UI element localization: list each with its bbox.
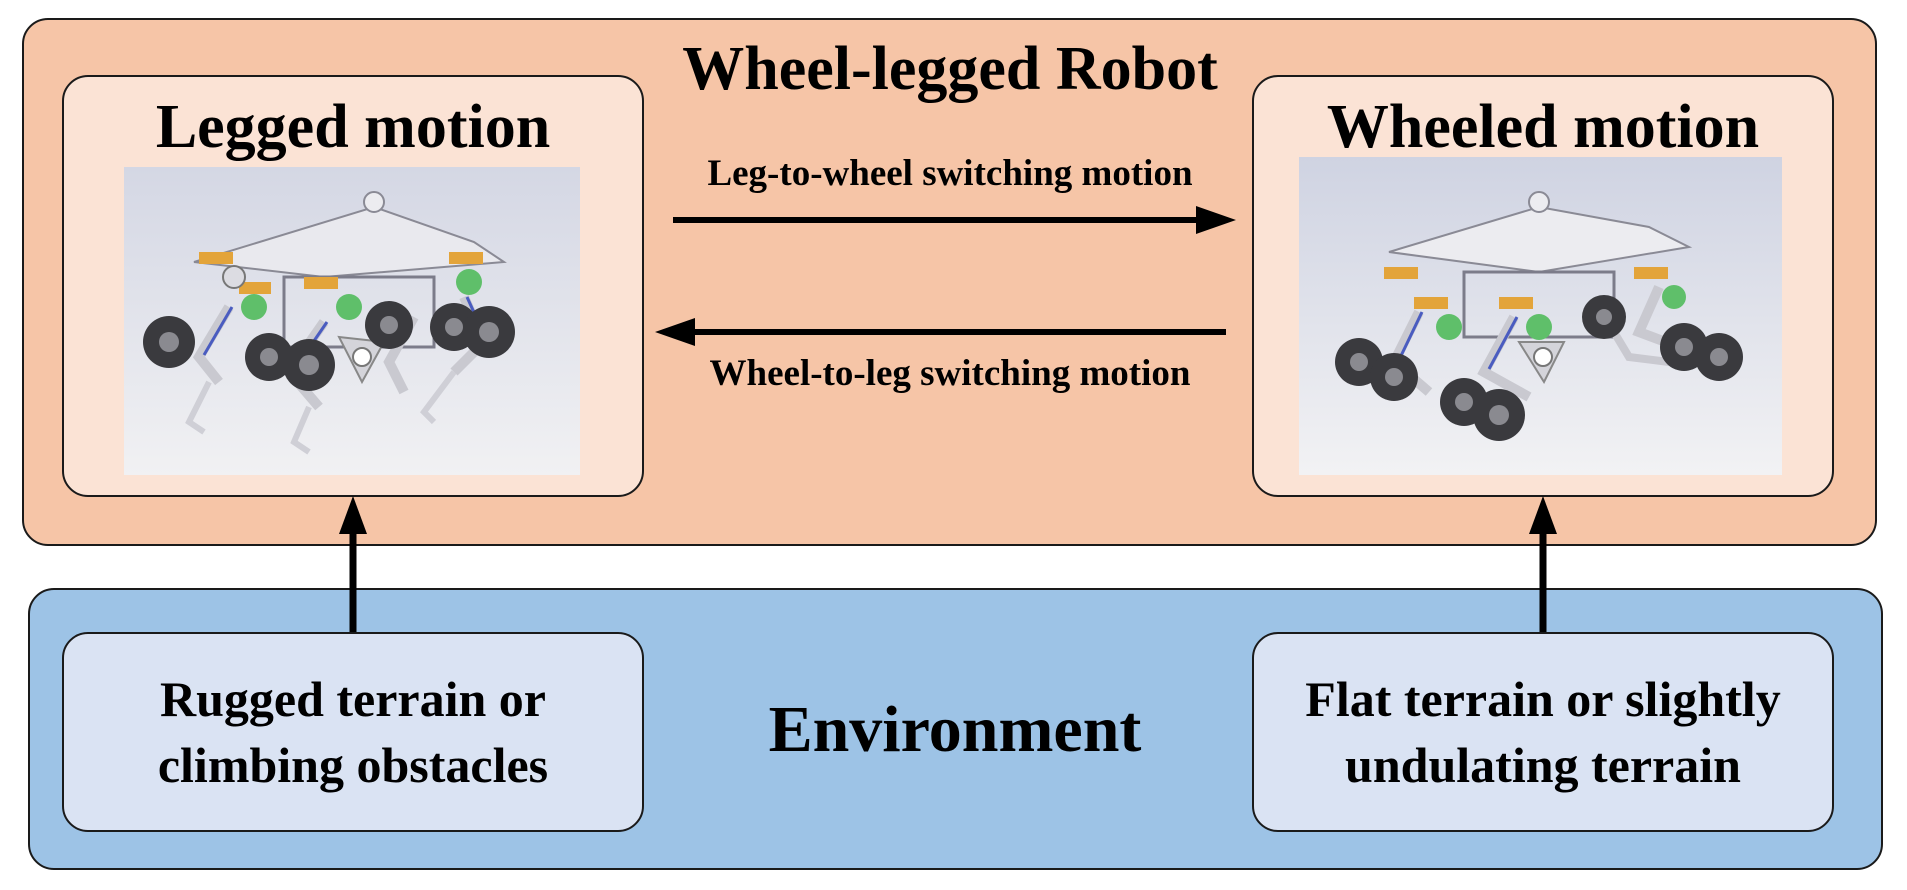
leg-to-wheel-label: Leg-to-wheel switching motion <box>707 153 1193 194</box>
wheeled-motion-title: Wheeled motion <box>1326 93 1760 161</box>
legged-motion-title: Legged motion <box>155 93 551 161</box>
legged-motion-box: Legged motion <box>62 75 644 497</box>
rugged-terrain-box: Rugged terrain or climbing obstacles <box>62 632 644 832</box>
rugged-terrain-text: Rugged terrain or climbing obstacles <box>157 671 549 793</box>
robot-title: Wheel-legged Robot <box>682 35 1218 103</box>
environment-label: Environment <box>768 693 1142 766</box>
flat-terrain-box: Flat terrain or slightly undulating terr… <box>1252 632 1834 832</box>
wheeled-motion-box: Wheeled motion <box>1252 75 1834 497</box>
flat-terrain-text: Flat terrain or slightly undulating terr… <box>1305 671 1781 793</box>
wheel-to-leg-label: Wheel-to-leg switching motion <box>709 353 1191 394</box>
legged-robot-image <box>124 167 580 475</box>
wheeled-robot-image <box>1299 157 1782 475</box>
